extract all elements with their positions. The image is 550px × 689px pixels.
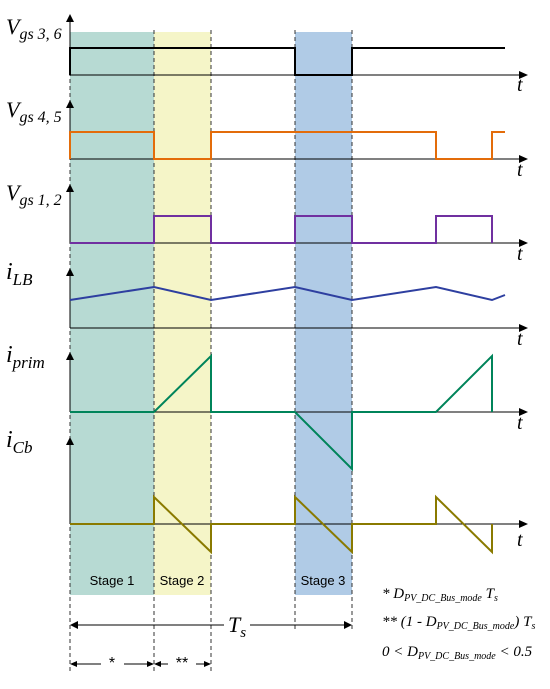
- waveform-icb: [70, 494, 493, 555]
- label-ilb: iLB: [6, 259, 33, 289]
- label-iprim: iprim: [6, 342, 45, 372]
- y-axis-arrow: [66, 352, 74, 360]
- label-vgs12: Vgs 1, 2: [6, 180, 62, 209]
- x-axis-arrow: [519, 155, 528, 163]
- interval-mark-2: **: [176, 655, 188, 672]
- time-axis-label: t: [517, 159, 523, 181]
- y-axis-arrow: [66, 100, 74, 108]
- time-axis-label: t: [517, 412, 523, 434]
- notes: * DPV_DC_Bus_mode Ts ** (1 - DPV_DC_Bus_…: [382, 586, 535, 662]
- time-axis-label: t: [517, 243, 523, 265]
- note-1: * DPV_DC_Bus_mode Ts: [382, 586, 498, 604]
- stage-3-band: [295, 32, 352, 595]
- time-axis-label: t: [517, 328, 523, 350]
- waveform-ilb: [69, 285, 506, 302]
- waveform-vgs45: [69, 131, 505, 160]
- waveform-vgs36: [69, 47, 505, 76]
- label-vgs45: Vgs 4, 5: [6, 97, 62, 126]
- x-axis-arrow: [519, 408, 528, 416]
- waveform-iprim: [70, 353, 493, 472]
- x-axis-arrow: [519, 239, 528, 247]
- note-3: 0 < DPV_DC_Bus_mode < 0.5: [382, 644, 533, 662]
- period-label: Ts: [228, 612, 246, 641]
- stage-labels: Stage 1 Stage 2 Stage 3: [90, 573, 346, 588]
- y-axis-arrow: [66, 184, 74, 192]
- stage-3-label: Stage 3: [301, 573, 346, 588]
- stage-2-band: [154, 32, 211, 595]
- x-axis-arrow: [519, 324, 528, 332]
- y-axis-arrow: [66, 14, 74, 22]
- label-vgs36: Vgs 3, 6: [6, 14, 62, 43]
- time-axis-label: t: [517, 529, 523, 551]
- x-axis-arrow: [519, 71, 528, 79]
- interval-mark-1: *: [109, 655, 115, 672]
- interval-arrows: [70, 661, 211, 667]
- stage-1-label: Stage 1: [90, 573, 135, 588]
- waveform-vgs12: [70, 215, 493, 244]
- stage-1-band: [70, 32, 154, 595]
- stage-2-label: Stage 2: [160, 573, 205, 588]
- x-axis-arrow: [519, 520, 528, 528]
- period-label-bg: [224, 612, 250, 636]
- signal-labels: Vgs 3, 6 Vgs 4, 5 Vgs 1, 2 iLB iprim iCb: [6, 14, 62, 457]
- note-2: ** (1 - DPV_DC_Bus_mode) Ts: [382, 614, 535, 632]
- period-arrow: [70, 621, 352, 629]
- waveforms: [69, 47, 506, 555]
- time-axis-label: t: [517, 74, 523, 96]
- y-axis-arrow: [66, 268, 74, 276]
- y-axis-arrow: [66, 437, 74, 445]
- label-icb: iCb: [6, 427, 33, 457]
